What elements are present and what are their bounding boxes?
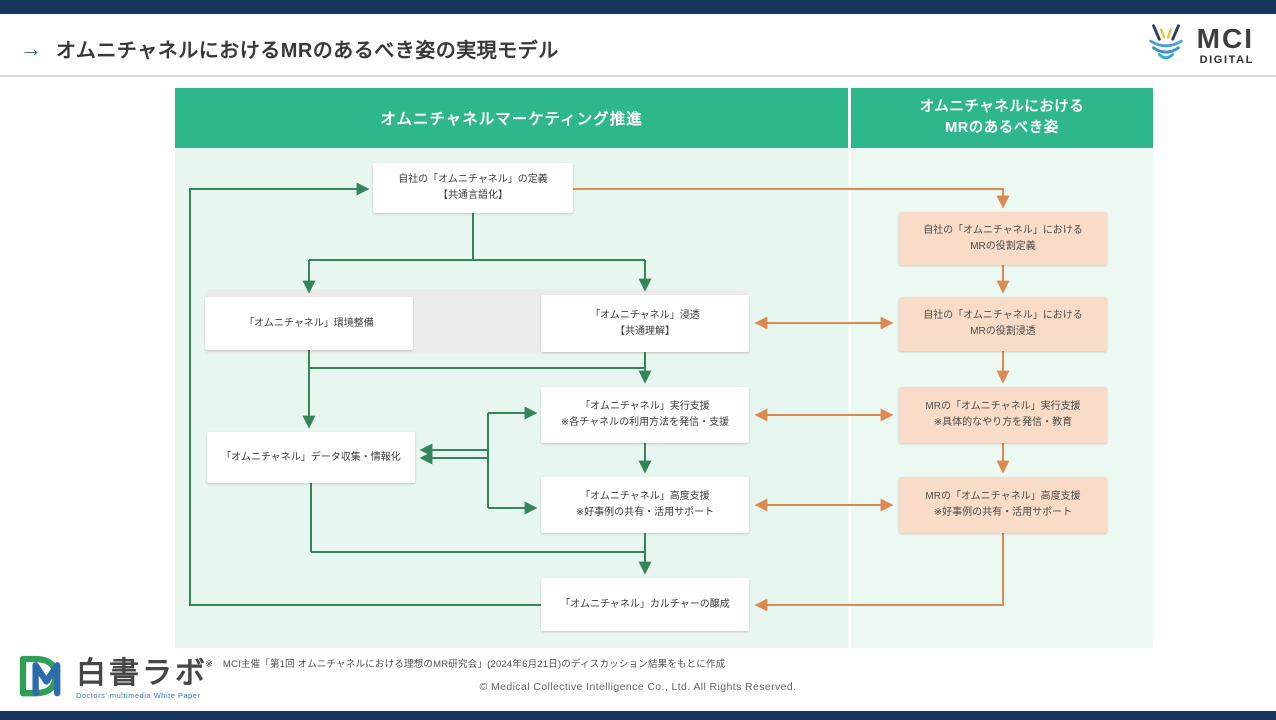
flow-box-environment-line1: 「オムニチャネル」環境整備 xyxy=(244,317,374,329)
flow-box-mr-role-definition-line2: MRの役割定義 xyxy=(970,240,1036,252)
flow-box-culture: 「オムニチャネル」カルチャーの醸成 xyxy=(541,578,749,631)
flow-box-environment: 「オムニチャネル」環境整備 xyxy=(205,297,413,350)
column-header-mr-ideal: オムニチャネルにおける MRのあるべき姿 xyxy=(851,88,1153,148)
flow-box-omni-definition-line2: 【共通言語化】 xyxy=(438,190,508,201)
flow-box-penetration: 「オムニチャネル」浸透 【共通理解】 xyxy=(541,295,749,352)
flow-box-exec-support: 「オムニチャネル」実行支援 ※各チャネルの利用方法を発信・支援 xyxy=(541,387,749,443)
flow-box-penetration-line1: 「オムニチャネル」浸透 xyxy=(590,309,700,321)
column-divider xyxy=(848,88,851,648)
mci-logo-icon xyxy=(1143,20,1189,71)
mci-logo-subtext: DIGITAL xyxy=(1199,54,1254,66)
flow-box-mr-exec-support: MRの「オムニチャネル」実行支援 ※具体的なやり方を発信・教育 xyxy=(899,387,1107,443)
flow-box-omni-definition: 自社の「オムニチャネル」の定義 【共通言語化】 xyxy=(373,163,573,213)
flow-box-mr-adv-support-line2: ※好事例の共有・活用サポート xyxy=(933,507,1073,518)
hakusho-lab-logo: 白書ラボ Doctors' multimedia White Paper xyxy=(14,650,208,709)
flow-box-mr-role-penetration-line1: 自社の「オムニチャネル」における xyxy=(923,310,1083,321)
hakusho-dm-monogram-icon xyxy=(14,650,68,709)
flow-box-mr-exec-support-line2: ※具体的なやり方を発信・教育 xyxy=(933,417,1073,428)
flow-box-mr-adv-support: MRの「オムニチャネル」高度支援 ※好事例の共有・活用サポート xyxy=(899,477,1107,533)
bottom-navy-bar xyxy=(0,711,1276,720)
flow-box-mr-exec-support-line1: MRの「オムニチャネル」実行支援 xyxy=(925,401,1081,412)
hakusho-logo-tagline: Doctors' multimedia White Paper xyxy=(76,691,201,701)
slide-header xyxy=(0,14,1276,77)
top-navy-bar xyxy=(0,0,1276,14)
flow-box-omni-definition-line1: 自社の「オムニチャネル」の定義 xyxy=(398,174,548,185)
green-flow-arrows xyxy=(189,182,652,606)
title-arrow-icon: → xyxy=(20,36,42,61)
flow-box-exec-support-line1: 「オムニチャネル」実行支援 xyxy=(580,401,710,412)
flow-box-exec-support-line2: ※各チャネルの利用方法を発信・支援 xyxy=(560,417,730,428)
flow-box-data-collection-line1: 「オムニチャネル」データ収集・情報化 xyxy=(221,451,401,463)
flow-box-penetration-line2: 【共通理解】 xyxy=(615,325,675,337)
mci-digital-logo: MCI DIGITAL xyxy=(1143,20,1254,71)
flow-arrows xyxy=(189,182,1010,612)
flow-box-mr-adv-support-line1: MRの「オムニチャネル」高度支援 xyxy=(925,491,1081,502)
flow-box-mr-role-penetration: 自社の「オムニチャネル」における MRの役割浸透 xyxy=(899,297,1107,351)
hakusho-logo-text: 白書ラボ xyxy=(76,657,208,691)
flow-box-mr-role-penetration-line2: MRの役割浸透 xyxy=(970,326,1036,337)
flow-box-data-collection: 「オムニチャネル」データ収集・情報化 xyxy=(207,432,415,483)
flow-box-culture-line1: 「オムニチャネル」カルチャーの醸成 xyxy=(560,598,730,610)
column-header-mr-ideal-line1: オムニチャネルにおける xyxy=(919,98,1085,115)
page-title: オムニチャネルにおけるMRのあるべき姿の実現モデル xyxy=(56,40,559,62)
orange-flow-arrows xyxy=(573,188,1010,612)
flow-box-adv-support-line2: ※好事例の共有・活用サポート xyxy=(575,507,715,518)
flow-box-adv-support: 「オムニチャネル」高度支援 ※好事例の共有・活用サポート xyxy=(541,477,749,533)
copyright-text: © Medical Collective Intelligence Co., L… xyxy=(479,681,797,693)
column-header-marketing-label: オムニチャネルマーケティング推進 xyxy=(380,111,643,128)
column-header-mr-ideal-line2: MRのあるべき姿 xyxy=(945,120,1059,136)
flow-box-adv-support-line1: 「オムニチャネル」高度支援 xyxy=(580,491,710,502)
flow-box-mr-role-definition-line1: 自社の「オムニチャネル」における xyxy=(923,224,1083,236)
flow-box-mr-role-definition: 自社の「オムニチャネル」における MRの役割定義 xyxy=(899,212,1107,265)
mci-logo-text: MCI xyxy=(1196,23,1254,54)
source-footnote: ※ MCI主催「第1回 オムニチャネルにおける理想のMR研究会」(2024年6月… xyxy=(205,659,726,670)
column-header-marketing: オムニチャネルマーケティング推進 xyxy=(175,88,848,148)
